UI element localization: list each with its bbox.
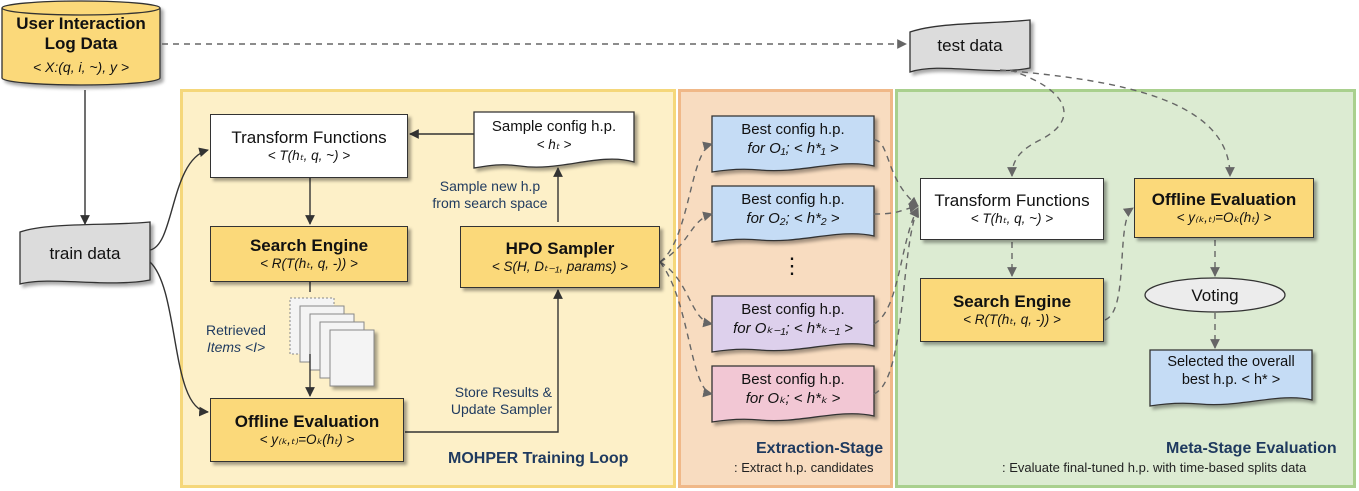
test-data-cylinder [909, 19, 1031, 73]
hpo-sampler-title: HPO Sampler [505, 238, 615, 258]
meta-transform-title: Transform Functions [934, 190, 1090, 210]
training-transform-formula: < T(hₜ, q, ~) > [267, 148, 351, 164]
card-4-line1: Best config h.p. [741, 371, 845, 388]
card-3-line1: Best config h.p. [741, 301, 845, 318]
training-transform-title: Transform Functions [231, 127, 387, 147]
training-offline-evaluation: Offline Evaluation < y₍ₖ,ₜ₎=Oₖ(hₜ) > [210, 398, 404, 462]
card-4-line2: for Oₖ; < h*ₖ > [745, 389, 841, 407]
sample-config-doc [473, 111, 635, 169]
sample-config-formula: < hₜ > [536, 136, 572, 152]
meta-search-engine-title: Search Engine [952, 291, 1072, 311]
log-data-line2: Log Data [44, 34, 118, 54]
card-1-line1: Best config h.p. [741, 121, 845, 138]
meta-region-title: Meta-Stage Evaluation [1166, 440, 1337, 457]
voting-label: Voting [1191, 286, 1239, 305]
hpo-sampler: HPO Sampler < S(H, Dₜ₋₁, params) > [460, 226, 660, 288]
retrieved-items-stack [289, 297, 375, 387]
training-offline-formula: < y₍ₖ,ₜ₎=Oₖ(hₜ) > [259, 432, 355, 448]
training-search-engine: Search Engine < R(T(hₜ, q, -)) > [210, 226, 408, 282]
sample-config-title: Sample config h.p. [491, 118, 617, 135]
retrieved-line2: Items <I> [206, 338, 266, 355]
extraction-card-3: Best config h.p. for Oₖ₋₁; < h*ₖ₋₁ > [712, 301, 874, 339]
voting-ellipse [1144, 277, 1286, 313]
log-data-cylinder [1, 0, 161, 86]
retrieved-items-label: Retrieved Items <I> [196, 322, 276, 356]
sample-config: Sample config h.p. < hₜ > [474, 118, 634, 154]
training-offline-title: Offline Evaluation [234, 411, 380, 431]
meta-transform-functions: Transform Functions < T(hₜ, q, ~) > [920, 178, 1104, 240]
hpo-sampler-formula: < S(H, Dₜ₋₁, params) > [491, 259, 629, 275]
training-region-title: MOHPER Training Loop [448, 450, 629, 467]
extraction-card-1: Best config h.p. for O₁; < h*₁ > [712, 121, 874, 159]
dashed-arrows [162, 39, 1235, 398]
extraction-card-shapes [711, 115, 875, 423]
card-2-line1: Best config h.p. [741, 191, 845, 208]
log-data-formula: < X:(q, i, ~), y > [32, 58, 130, 75]
meta-offline-formula: < y₍ₖ,ₜ₎=Oₖ(hₜ) > [1176, 210, 1272, 226]
train-data-label: train data [49, 244, 121, 263]
extraction-region-sub: : Extract h.p. candidates [734, 460, 874, 475]
solid-arrows [80, 90, 563, 433]
test-data-label: test data [937, 36, 1003, 55]
extraction-card-2: Best config h.p. for O₂; < h*₂ > [712, 191, 874, 229]
meta-region-sub: : Evaluate final-tuned h.p. with time-ba… [1002, 460, 1307, 475]
log-data: User Interaction Log Data < X:(q, i, ~),… [2, 14, 160, 75]
extraction-dots: ⋮ [781, 253, 803, 278]
training-search-engine-title: Search Engine [249, 235, 369, 255]
meta-transform-formula: < T(hₜ, q, ~) > [970, 211, 1054, 227]
train-data-cylinder [19, 221, 151, 285]
sample-new-line1: Sample new h.p [439, 178, 541, 194]
retrieved-line1: Retrieved [206, 322, 266, 338]
selected-overall-doc [1149, 349, 1313, 407]
extraction-region-title: Extraction-Stage [756, 440, 884, 457]
extraction-card-4: Best config h.p. for Oₖ; < h*ₖ > [712, 371, 874, 409]
meta-offline-title: Offline Evaluation [1151, 189, 1297, 209]
selected-line2: best h.p. < h* > [1181, 372, 1281, 389]
sample-new-label: Sample new h.p from search space [420, 178, 560, 212]
training-search-engine-formula: < R(T(hₜ, q, -)) > [260, 256, 358, 272]
log-data-line1: User Interaction [16, 14, 146, 33]
card-2-line2: for O₂; < h*₂ > [746, 209, 840, 227]
sample-new-line2: from search space [432, 194, 548, 211]
store-line1: Store Results & [454, 384, 552, 400]
selected-line1: Selected the overall [1167, 354, 1295, 370]
meta-search-engine-formula: < R(T(hₜ, q, -)) > [963, 312, 1061, 328]
store-results-label: Store Results & Update Sampler [418, 384, 552, 418]
meta-search-engine: Search Engine < R(T(hₜ, q, -)) > [920, 278, 1104, 342]
meta-offline-evaluation: Offline Evaluation < y₍ₖ,ₜ₎=Oₖ(hₜ) > [1134, 178, 1314, 238]
store-line2: Update Sampler [450, 400, 552, 417]
card-3-line2: for Oₖ₋₁; < h*ₖ₋₁ > [733, 319, 853, 337]
selected-overall: Selected the overall best h.p. < h* > [1150, 353, 1312, 389]
training-transform-functions: Transform Functions < T(hₜ, q, ~) > [210, 114, 408, 178]
card-1-line2: for O₁; < h*₁ > [747, 139, 839, 157]
